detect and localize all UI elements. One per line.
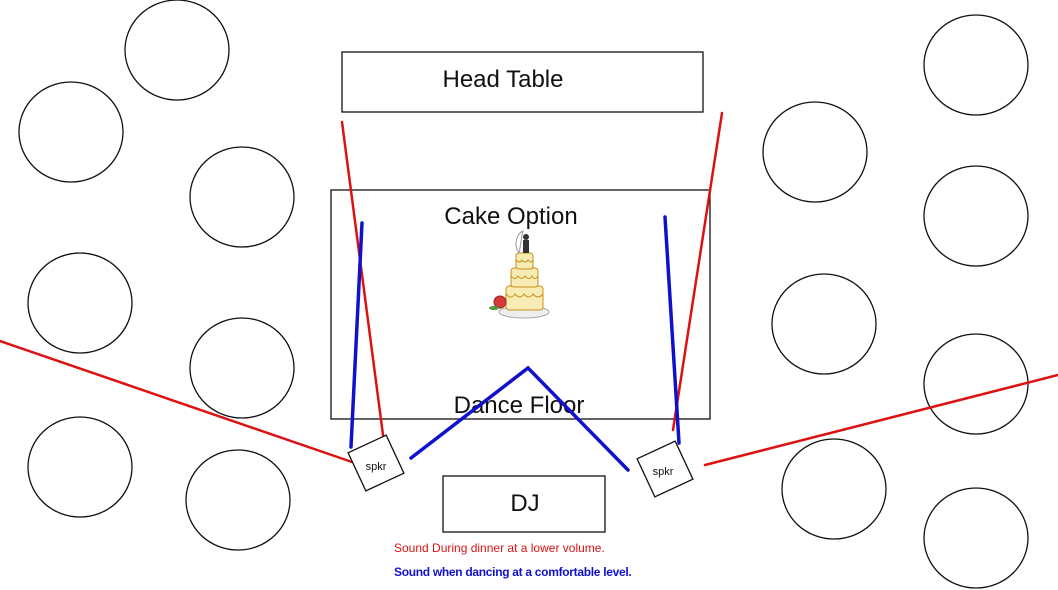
dj-label: DJ xyxy=(510,490,539,517)
dinner-sound-lines xyxy=(0,111,1058,467)
speaker-left: spkr xyxy=(347,434,405,492)
guest-table xyxy=(923,165,1029,267)
dj-booth xyxy=(442,475,606,533)
guest-table xyxy=(923,14,1029,116)
guest-tables-right xyxy=(762,14,1029,589)
guest-table xyxy=(27,416,133,518)
guest-table xyxy=(771,273,877,375)
guest-table xyxy=(124,0,230,101)
wedding-cake-icon xyxy=(489,230,550,319)
head-table-label: Head Table xyxy=(443,66,564,93)
guest-table xyxy=(18,81,124,183)
legend-dinner-sound: Sound During dinner at a lower volume. xyxy=(394,541,605,555)
speaker-right: spkr xyxy=(636,440,694,498)
guest-table xyxy=(27,252,133,354)
dance-floor xyxy=(330,189,711,420)
guest-table xyxy=(923,487,1029,589)
guest-table xyxy=(185,449,291,551)
guest-table xyxy=(762,101,868,203)
legend-dancing-sound: Sound when dancing at a comfortable leve… xyxy=(394,565,632,579)
guest-table xyxy=(189,317,295,419)
cake-option-label: Cake Option xyxy=(444,203,577,230)
guest-table xyxy=(923,333,1029,435)
dancing-sound-lines xyxy=(349,215,681,472)
guest-table xyxy=(189,146,295,248)
head-table xyxy=(341,51,704,113)
speaker-label: spkr xyxy=(653,466,674,478)
guest-tables-left xyxy=(18,0,295,551)
guest-table xyxy=(781,438,887,540)
speaker-label: spkr xyxy=(366,461,387,473)
